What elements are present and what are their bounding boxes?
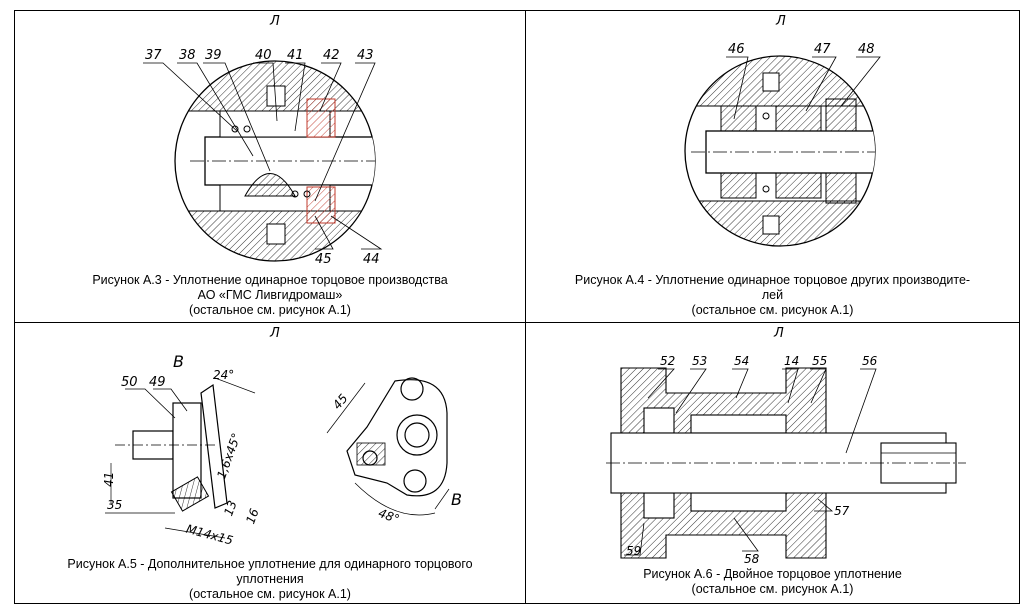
fitting-side-view (105, 377, 256, 539)
figure-a6-cell: Л (526, 323, 1019, 603)
callout-labels: 46 47 48 (728, 42, 875, 57)
vertical-divider (525, 11, 526, 603)
callout-46: 46 (728, 42, 745, 57)
figure-a3-caption: Рисунок А.3 - Уплотнение одинарное торцо… (15, 273, 525, 318)
figure-a4-caption: Рисунок А.4 - Уплотнение одинарное торцо… (526, 273, 1019, 318)
view-label: В (451, 490, 462, 509)
callout-59: 59 (626, 544, 641, 558)
caption-line: Рисунок А.4 - Уплотнение одинарное торцо… (574, 273, 971, 287)
sheet-letter: Л (269, 326, 280, 341)
callout-labels: 37 38 39 40 41 42 43 44 45 (145, 48, 380, 267)
caption-line: Рисунок А.5 - Дополнительное уплотнение … (67, 557, 473, 571)
caption-line: Рисунок А.6 - Двойное торцовое уплотнени… (643, 567, 902, 581)
caption-line: (остальное см. рисунок А.1) (691, 582, 854, 596)
callout-leaders (143, 62, 383, 250)
figure-a5-cell: Л 50 49 В 24° 1,6x4 (15, 323, 525, 603)
callout-40: 40 (255, 48, 272, 63)
caption-line: (остальное см. рисунок А.1) (691, 303, 854, 317)
callout-41: 41 (287, 48, 304, 63)
callout-55: 55 (812, 354, 827, 368)
caption-line: (остальное см. рисунок А.1) (189, 587, 351, 601)
dimension-35: 35 (107, 498, 122, 512)
callout-14: 14 (784, 354, 799, 368)
callout-56: 56 (862, 354, 878, 368)
callout-leaders (726, 56, 881, 120)
dimension-45: 45 (330, 391, 351, 412)
callout-50: 50 (121, 375, 138, 390)
caption-line: лей (761, 288, 784, 302)
caption-line: Рисунок А.3 - Уплотнение одинарное торцо… (92, 273, 448, 287)
callout-49: 49 (149, 375, 166, 390)
seal-assembly (685, 56, 875, 246)
callout-53: 53 (692, 354, 707, 368)
sheet-letter: Л (773, 326, 784, 341)
sheet-letter: Л (775, 14, 786, 29)
figure-a6-drawing: Л (606, 326, 966, 563)
callout-58: 58 (744, 552, 760, 563)
figure-a4-drawing: Л (684, 14, 881, 247)
callout-42: 42 (323, 48, 340, 63)
callout-54: 54 (734, 354, 749, 368)
callout-38: 38 (179, 48, 196, 63)
figure-a4-cell: Л (526, 11, 1019, 322)
dimension-lines (326, 382, 450, 516)
callout-48: 48 (858, 42, 875, 57)
caption-line: АО «ГМС Ливгидромаш» (197, 288, 343, 302)
seal-assembly (175, 61, 375, 261)
figure-a5-caption: Рисунок А.5 - Дополнительное уплотнение … (15, 557, 525, 602)
callout-43: 43 (357, 48, 374, 63)
figure-a6-caption: Рисунок А.6 - Двойное торцовое уплотнени… (526, 567, 1019, 597)
dimension-13: 13 (221, 499, 239, 518)
dimension-angle-48: 48° (376, 506, 401, 526)
callout-leaders (624, 368, 877, 556)
horizontal-divider (15, 322, 1019, 323)
dimension-thread: M14x15 (185, 522, 235, 548)
figure-sheet-frame: Л (14, 10, 1020, 604)
callout-leaders (125, 388, 188, 419)
caption-line: (остальное см. рисунок А.1) (189, 303, 351, 317)
fitting-front-view (346, 377, 448, 497)
callout-47: 47 (814, 42, 831, 57)
figure-a5-drawing: Л 50 49 В 24° 1,6x4 (102, 326, 462, 548)
double-seal-assembly (606, 367, 966, 559)
callout-39: 39 (205, 48, 222, 63)
dimension-angle-24: 24° (213, 368, 234, 382)
callout-45: 45 (315, 252, 332, 267)
callout-57: 57 (834, 504, 850, 518)
callout-37: 37 (145, 48, 162, 63)
sheet-letter: Л (269, 14, 280, 29)
caption-line: уплотнения (236, 572, 304, 586)
callout-labels: 52 53 54 14 55 56 57 58 59 (626, 354, 878, 563)
figure-a3-drawing: Л (143, 14, 383, 267)
callout-44: 44 (363, 252, 380, 267)
view-label: В (173, 352, 184, 371)
figure-a3-cell: Л (15, 11, 525, 322)
dimension-16: 16 (243, 506, 262, 525)
dimension-41: 41 (102, 472, 116, 487)
callout-52: 52 (660, 354, 675, 368)
